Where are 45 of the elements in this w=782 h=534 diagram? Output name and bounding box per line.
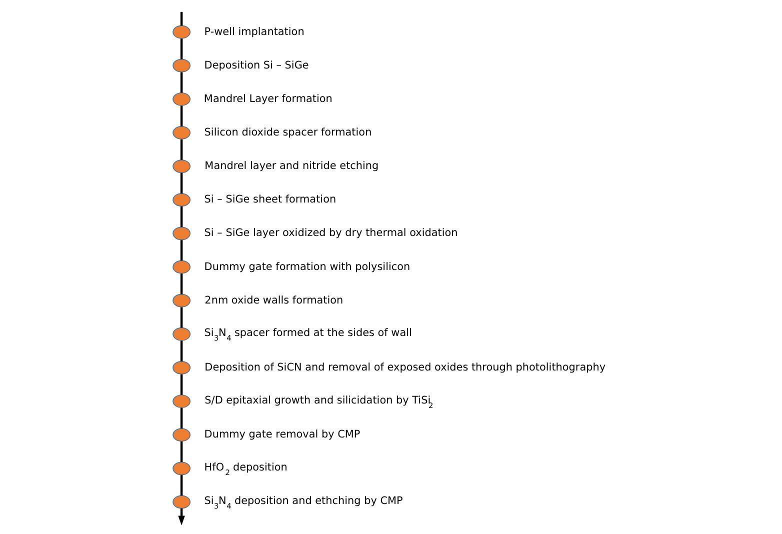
node-label: Si$_{3}$N$_{4}$ spacer formed at the sides of wall [204,327,412,343]
node-circle [172,361,191,374]
connector [180,441,183,462]
connector [180,374,183,395]
connector [180,307,183,328]
connector [180,240,183,261]
node-circle [172,260,191,274]
node-circle [172,92,191,106]
node-label: HfO$_{2}$ deposition [204,461,288,477]
node-label: S/D epitaxial growth and silicidation by TiSi$_{2}$ [204,394,434,410]
node-circle [172,58,191,72]
node-label: Mandrel Layer formation [204,92,332,105]
node-label: Si – SiGe sheet formation [204,194,336,206]
node-circle [172,160,191,173]
connector [180,72,183,93]
connector [180,274,183,294]
connector [180,172,183,194]
node-label: Deposition of SiCN and removal of exposed oxides through photolithography [204,361,606,374]
node-label: Si$_{3}$N$_{4}$ deposition and ethching by CMP [204,495,403,510]
node-label: P-well implantation [204,26,304,38]
node-circle [172,226,191,240]
connector [180,38,183,60]
node-label: 2nm oxide walls formation [204,294,344,306]
node-label: Silicon dioxide spacer formation [204,126,372,138]
node-label: Mandrel layer and nitride etching [204,160,379,172]
connector [180,408,183,428]
node-circle [172,428,191,442]
node-label: Si – SiGe layer oxidized by dry thermal oxidation [204,227,458,240]
node-circle [172,126,191,140]
node-circle [172,462,191,476]
node-circle [172,193,191,207]
node-circle [172,294,191,308]
node-circle [172,25,191,39]
connector [180,106,183,126]
connector [180,139,183,160]
connector [180,475,183,496]
connector [180,12,183,26]
node-label: Deposition Si – SiGe [204,59,309,72]
node-circle [172,495,191,509]
node-circle [172,394,191,408]
connector [180,206,183,228]
node-label: Dummy gate removal by CMP [204,428,360,441]
node-circle [172,327,191,341]
connector [180,340,183,362]
node-label: Dummy gate formation with polysilicon [204,260,410,273]
